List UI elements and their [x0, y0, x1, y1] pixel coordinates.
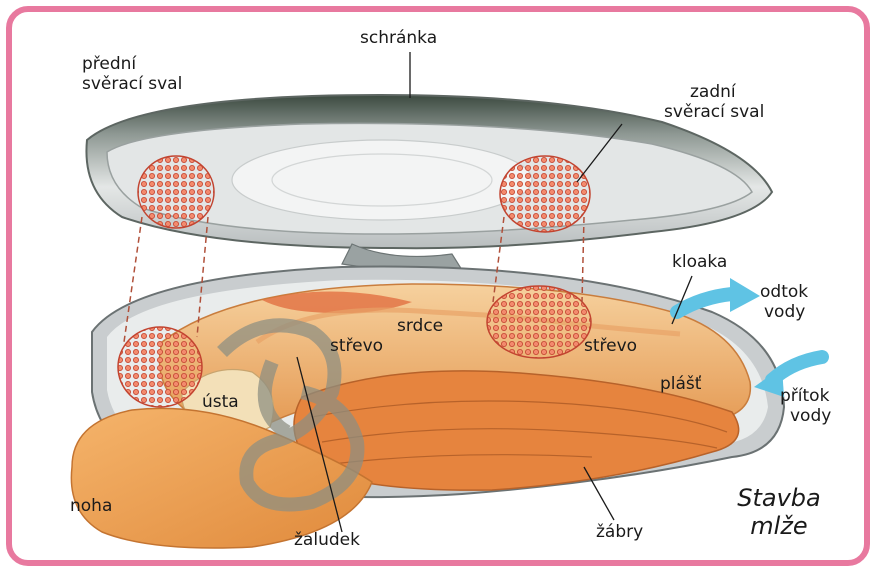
label-inflow-1: přítok — [780, 386, 829, 406]
label-mantle: plášť — [660, 374, 701, 394]
label-cloaca: kloaka — [672, 252, 727, 272]
front-adductor-top — [138, 156, 214, 228]
label-inflow-2: vody — [790, 406, 831, 426]
label-foot: noha — [70, 496, 112, 516]
rear-adductor-top — [500, 156, 590, 232]
rear-adductor-bottom — [487, 286, 591, 358]
label-outflow-1: odtok — [760, 282, 808, 302]
label-rear-muscle-2: svěrací sval — [664, 102, 764, 122]
label-outflow-2: vody — [764, 302, 805, 322]
label-front-muscle-1: přední — [82, 54, 136, 74]
front-adductor-bottom — [118, 327, 202, 407]
label-stomach: žaludek — [294, 530, 360, 550]
label-rear-muscle-1: zadní — [690, 82, 736, 102]
label-front-muscle-2: svěrací sval — [82, 74, 182, 94]
label-mouth: ústa — [202, 392, 239, 412]
diagram-title-line1: Stavba — [724, 484, 834, 512]
label-shell: schránka — [360, 28, 437, 48]
diagram-frame: schránka přední svěrací sval zadní svěra… — [6, 6, 870, 566]
label-intestine-right: střevo — [584, 336, 637, 356]
diagram-title-line2: mlže — [724, 512, 834, 540]
label-intestine-left: střevo — [330, 336, 383, 356]
label-heart: srdce — [397, 316, 443, 336]
label-gills: žábry — [596, 522, 643, 542]
clam-illustration — [12, 12, 864, 560]
